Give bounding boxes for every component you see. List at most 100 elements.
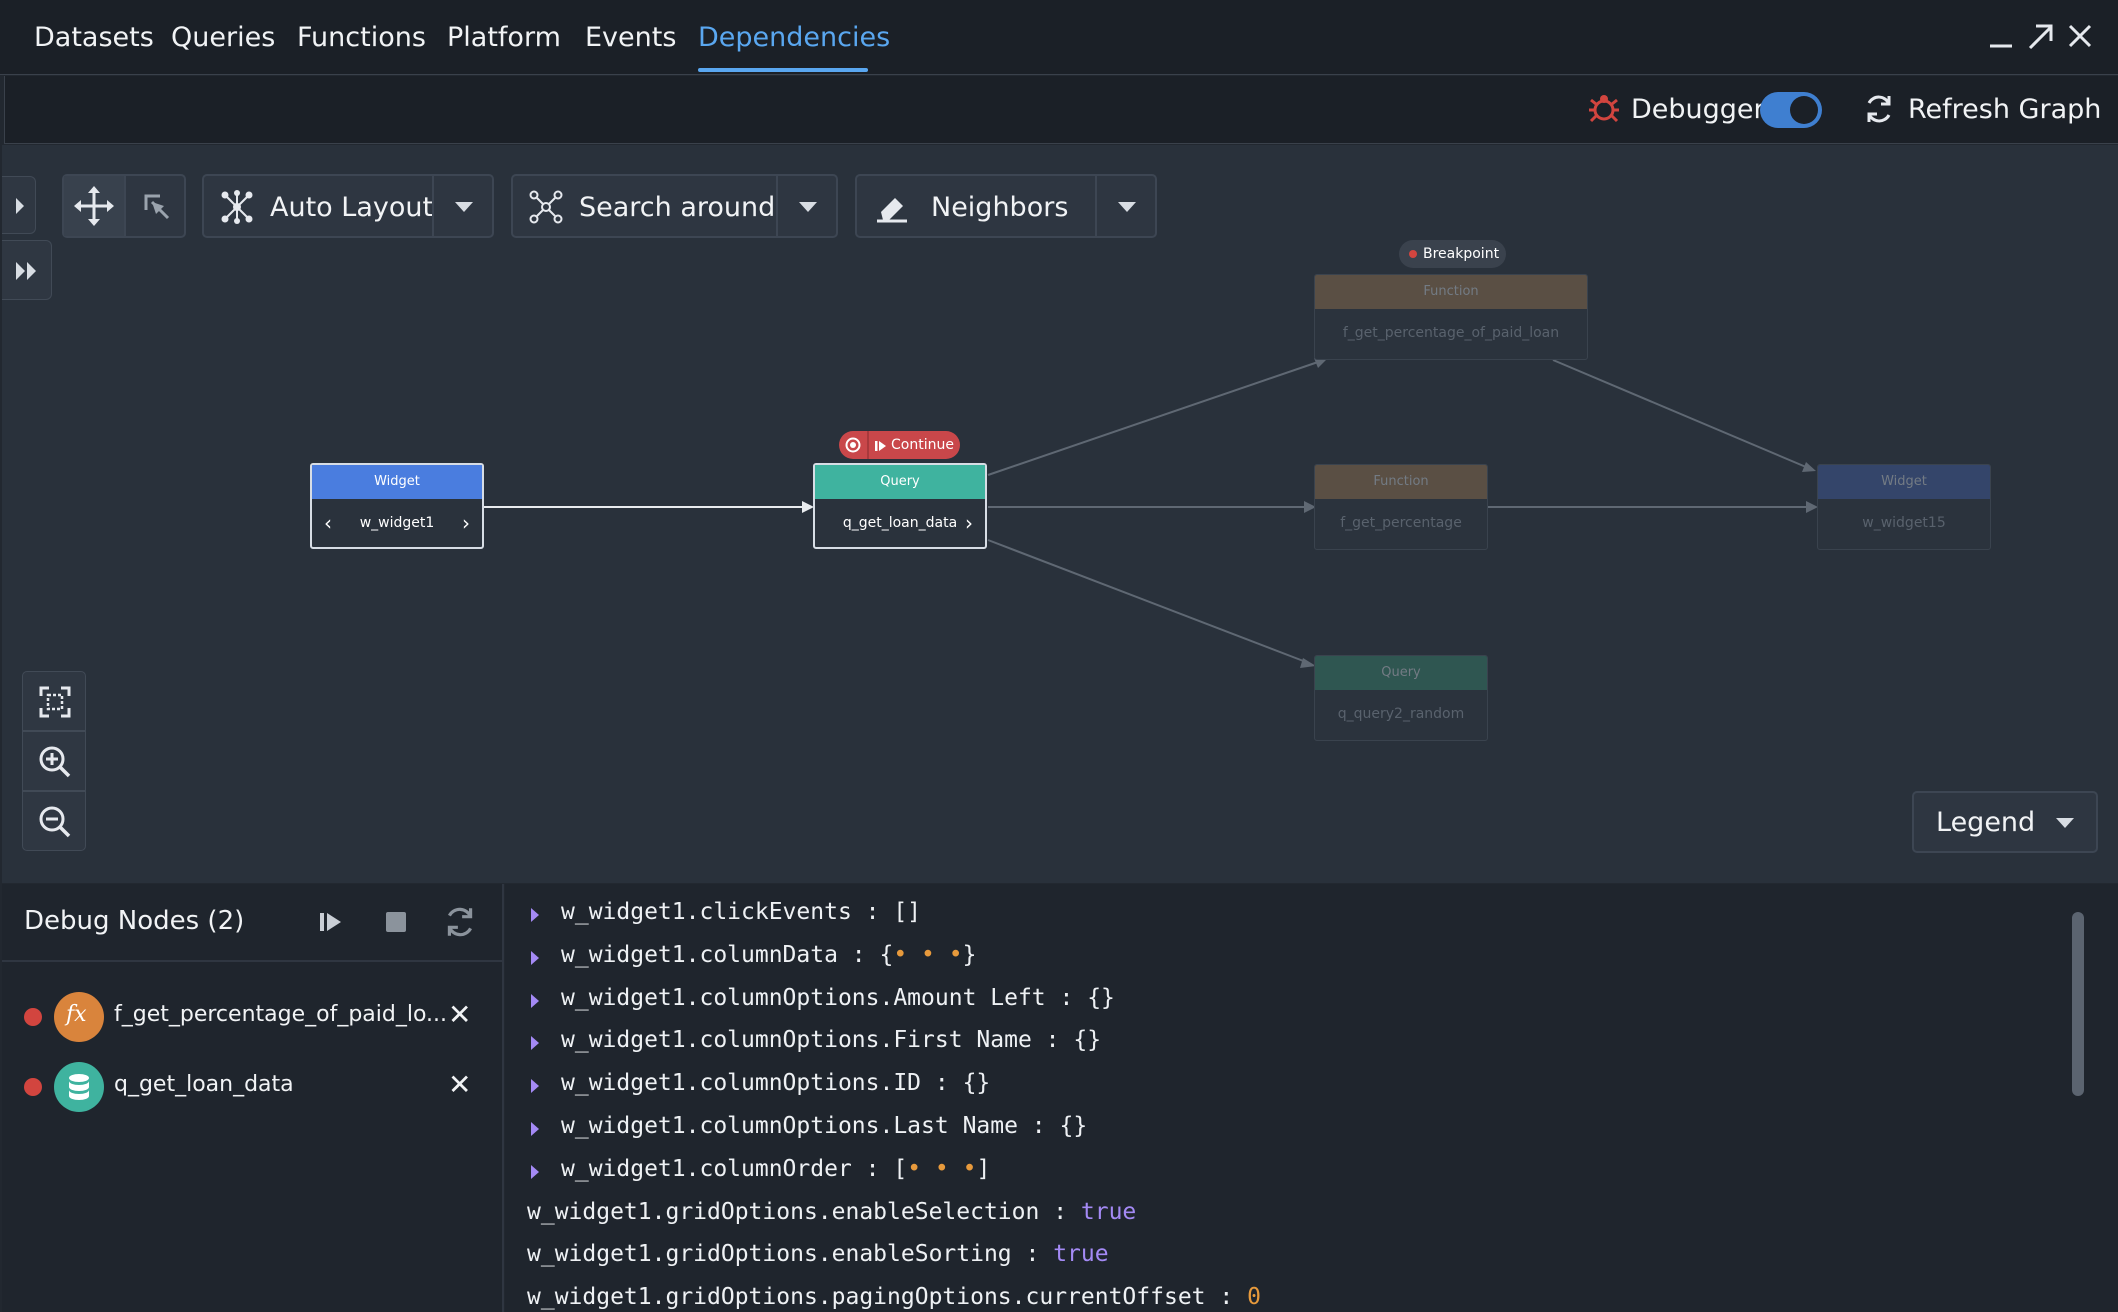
tab-dependencies[interactable]: Dependencies	[698, 22, 891, 53]
console-value: true	[1053, 1241, 1109, 1267]
neighbors-label: Neighbors	[931, 192, 1069, 223]
node-name: q_get_loan_data	[842, 515, 958, 531]
node-type-label: Query	[815, 465, 985, 499]
neighbors-group: Neighbors	[855, 174, 1157, 238]
tab-queries[interactable]: Queries	[171, 22, 276, 53]
remove-node-close-icon[interactable]: ✕	[448, 998, 472, 1031]
expand-sidebar-button[interactable]	[2, 176, 36, 234]
resume-icon[interactable]	[316, 908, 344, 936]
expand-caret-icon[interactable]	[531, 994, 539, 1008]
fast-forward-button[interactable]	[2, 240, 52, 300]
search-around-button[interactable]: Search around	[513, 176, 776, 236]
stop-icon[interactable]	[384, 910, 408, 934]
node-widget-w-widget1[interactable]: Widget ‹ w_widget1 ›	[310, 463, 484, 549]
zoom-out-button[interactable]	[22, 791, 86, 851]
auto-layout-dropdown[interactable]	[432, 176, 494, 236]
node-body: q_get_loan_data ›	[815, 499, 985, 547]
refresh-icon[interactable]	[1862, 92, 1896, 126]
node-type-label: Widget	[312, 465, 482, 499]
console-line: w_widget1.clickEvents : []	[561, 899, 922, 925]
badge-divider	[867, 431, 869, 459]
console-line: w_widget1.columnOptions.Last Name : {}	[561, 1113, 1088, 1139]
node-name: q_query2_random	[1337, 706, 1465, 722]
collapsed-ellipsis[interactable]: • • •	[907, 1156, 977, 1182]
console-line: w_widget1.gridOptions.enableSorting : tr…	[527, 1241, 1109, 1267]
node-query-q-get-loan-data[interactable]: Query q_get_loan_data ›	[813, 463, 987, 549]
remove-node-close-icon[interactable]: ✕	[448, 1068, 472, 1101]
chevron-right-icon[interactable]: ›	[965, 511, 973, 535]
active-tab-indicator	[698, 68, 868, 72]
tab-events[interactable]: Events	[585, 22, 677, 53]
select-button[interactable]	[124, 176, 186, 236]
database-icon	[54, 1062, 104, 1112]
close-icon[interactable]	[2062, 18, 2098, 54]
pan-button[interactable]	[64, 176, 124, 236]
minimize-icon[interactable]	[1982, 18, 2018, 54]
debug-node-label: q_get_loan_data	[114, 1072, 294, 1097]
expand-caret-icon[interactable]	[531, 1079, 539, 1093]
chevron-right-icon[interactable]: ›	[462, 511, 470, 535]
node-type-label: Function	[1315, 275, 1587, 309]
chevron-down-icon	[1118, 202, 1136, 212]
eraser-icon	[877, 198, 907, 223]
node-query-q-query2-random[interactable]: Query q_query2_random	[1314, 655, 1488, 741]
node-function-f-get-percentage[interactable]: Function f_get_percentage	[1314, 464, 1488, 550]
node-function-f-get-percentage-of-paid-loan[interactable]: Function f_get_percentage_of_paid_loan	[1314, 274, 1588, 360]
search-around-label: Search around	[579, 192, 776, 223]
expand-icon[interactable]	[2022, 18, 2058, 54]
console-line-suffix: ]	[976, 1156, 991, 1182]
fit-screen-icon	[39, 686, 71, 718]
selection-icon	[144, 194, 170, 220]
expand-caret-icon[interactable]	[531, 1036, 539, 1050]
console-line: w_widget1.columnOptions.ID : {}	[561, 1070, 991, 1096]
console-line: w_widget1.columnData : {• • •}	[561, 942, 976, 968]
debug-node-item[interactable]: q_get_loan_data ✕	[2, 1056, 504, 1116]
refresh-graph-button[interactable]: Refresh Graph	[1908, 94, 2102, 125]
debug-console[interactable]: w_widget1.clickEvents : [] w_widget1.col…	[505, 884, 2118, 1312]
console-line-text: w_widget1.gridOptions.pagingOptions.curr…	[527, 1284, 1248, 1310]
bug-icon	[1589, 95, 1619, 123]
expand-caret-icon[interactable]	[531, 1122, 539, 1136]
debug-node-item[interactable]: fx f_get_percentage_of_paid_lo... ✕	[2, 986, 504, 1046]
move-icon	[74, 186, 114, 226]
node-widget-w-widget15[interactable]: Widget w_widget15	[1817, 464, 1991, 550]
refresh-icon[interactable]	[442, 904, 478, 940]
debug-panel-title: Debug Nodes (2)	[24, 906, 245, 936]
neighbors-dropdown[interactable]	[1095, 176, 1157, 236]
collapsed-ellipsis[interactable]: • • •	[893, 942, 963, 968]
auto-layout-label: Auto Layout	[270, 192, 434, 223]
expand-caret-icon[interactable]	[531, 908, 539, 922]
console-scrollbar[interactable]	[2072, 912, 2084, 1096]
node-name: f_get_percentage	[1340, 515, 1462, 531]
zoom-in-icon	[39, 746, 71, 778]
auto-layout-button[interactable]: Auto Layout	[204, 176, 434, 236]
debugger-label: Debugger	[1631, 94, 1765, 125]
breakpoint-badge: Breakpoint	[1399, 240, 1506, 268]
tab-functions[interactable]: Functions	[297, 22, 426, 53]
search-around-dropdown[interactable]	[776, 176, 838, 236]
expand-caret-icon[interactable]	[531, 951, 539, 965]
fit-view-button[interactable]	[22, 671, 86, 731]
continue-badge[interactable]: Continue	[839, 431, 960, 459]
tab-datasets[interactable]: Datasets	[34, 22, 154, 53]
play-icon	[875, 441, 886, 451]
debugger-toggle[interactable]	[1760, 92, 1822, 128]
expand-caret-icon[interactable]	[531, 1165, 539, 1179]
neighbors-button[interactable]: Neighbors	[857, 176, 1095, 236]
chevron-left-icon[interactable]: ‹	[324, 511, 332, 535]
chevron-down-icon	[2056, 818, 2074, 828]
tab-platform[interactable]: Platform	[447, 22, 561, 53]
console-line: w_widget1.columnOptions.First Name : {}	[561, 1027, 1102, 1053]
toggle-knob	[1790, 96, 1818, 124]
node-type-label: Widget	[1818, 465, 1990, 499]
debug-node-label: f_get_percentage_of_paid_lo...	[114, 1002, 448, 1027]
console-line: w_widget1.gridOptions.pagingOptions.curr…	[527, 1284, 1261, 1310]
legend-dropdown[interactable]: Legend	[1912, 791, 2098, 853]
breakpoint-dot-icon	[24, 1078, 42, 1096]
layout-icon	[221, 190, 253, 224]
console-line: w_widget1.columnOptions.Amount Left : {}	[561, 985, 1115, 1011]
zoom-in-button[interactable]	[22, 731, 86, 791]
database-glyph	[69, 1074, 89, 1100]
stop-icon[interactable]	[845, 437, 861, 453]
